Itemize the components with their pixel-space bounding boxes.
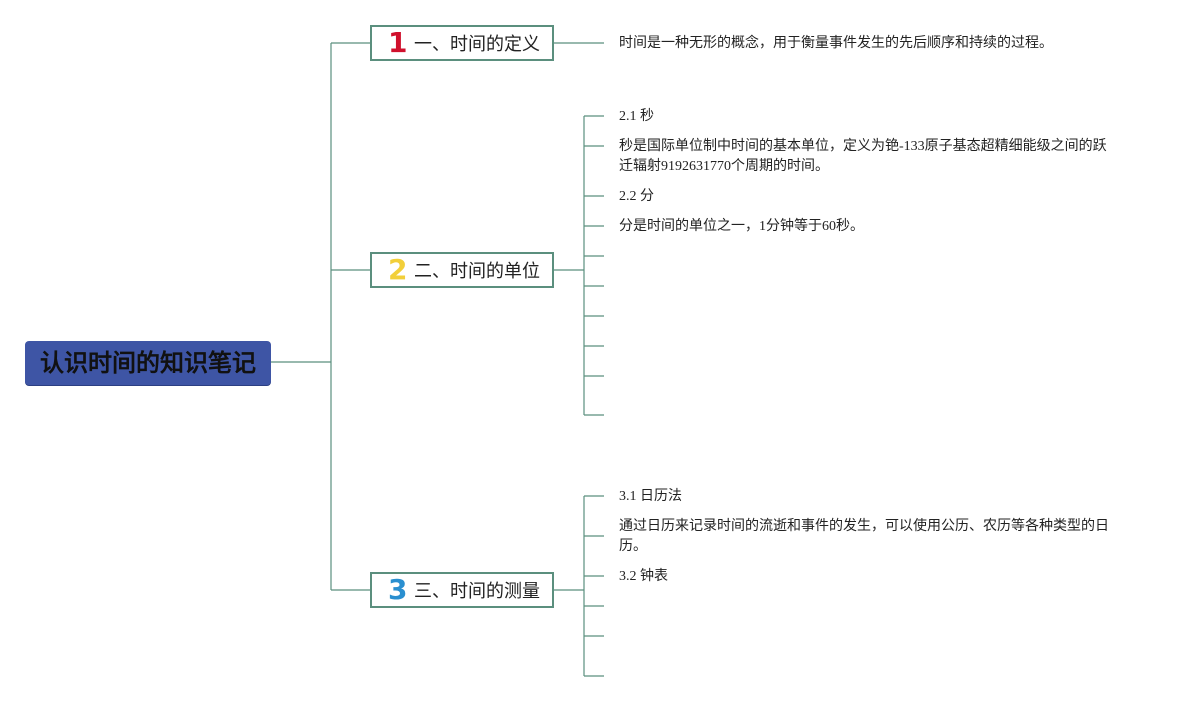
- branch-definition[interactable]: 1 一、时间的定义: [370, 25, 554, 61]
- branch-title: 三、时间的测量: [414, 581, 540, 602]
- root-topic[interactable]: 认识时间的知识笔记: [25, 341, 271, 385]
- leaf-second-heading[interactable]: 2.1 秒: [619, 109, 654, 124]
- number-1-icon: 1: [388, 26, 408, 59]
- root-title: 认识时间的知识笔记: [40, 349, 256, 377]
- branch-measurement[interactable]: 3 三、时间的测量: [370, 572, 554, 608]
- branch-units[interactable]: 2 二、时间的单位: [370, 252, 554, 288]
- leaf-minute-heading[interactable]: 2.2 分: [619, 189, 654, 204]
- leaf-calendar-heading[interactable]: 3.1 日历法: [619, 489, 682, 504]
- branch-title: 一、时间的定义: [414, 34, 540, 55]
- number-2-icon: 2: [388, 253, 408, 286]
- leaf-minute-definition[interactable]: 分是时间的单位之一，1分钟等于60秒。: [619, 219, 864, 234]
- leaf-calendar-definition[interactable]: 通过日历来记录时间的流逝和事件的发生，可以使用公历、农历等各种类型的日历。: [619, 519, 1109, 554]
- number-3-icon: 3: [388, 573, 408, 606]
- leaf-definition-text[interactable]: 时间是一种无形的概念，用于衡量事件发生的先后顺序和持续的过程。: [619, 36, 1053, 51]
- leaf-second-definition[interactable]: 秒是国际单位制中时间的基本单位，定义为铯-133原子基态超精细能级之间的跃迁辐射…: [619, 139, 1107, 174]
- leaf-clock-heading[interactable]: 3.2 钟表: [619, 569, 668, 584]
- branch-title: 二、时间的单位: [414, 261, 540, 282]
